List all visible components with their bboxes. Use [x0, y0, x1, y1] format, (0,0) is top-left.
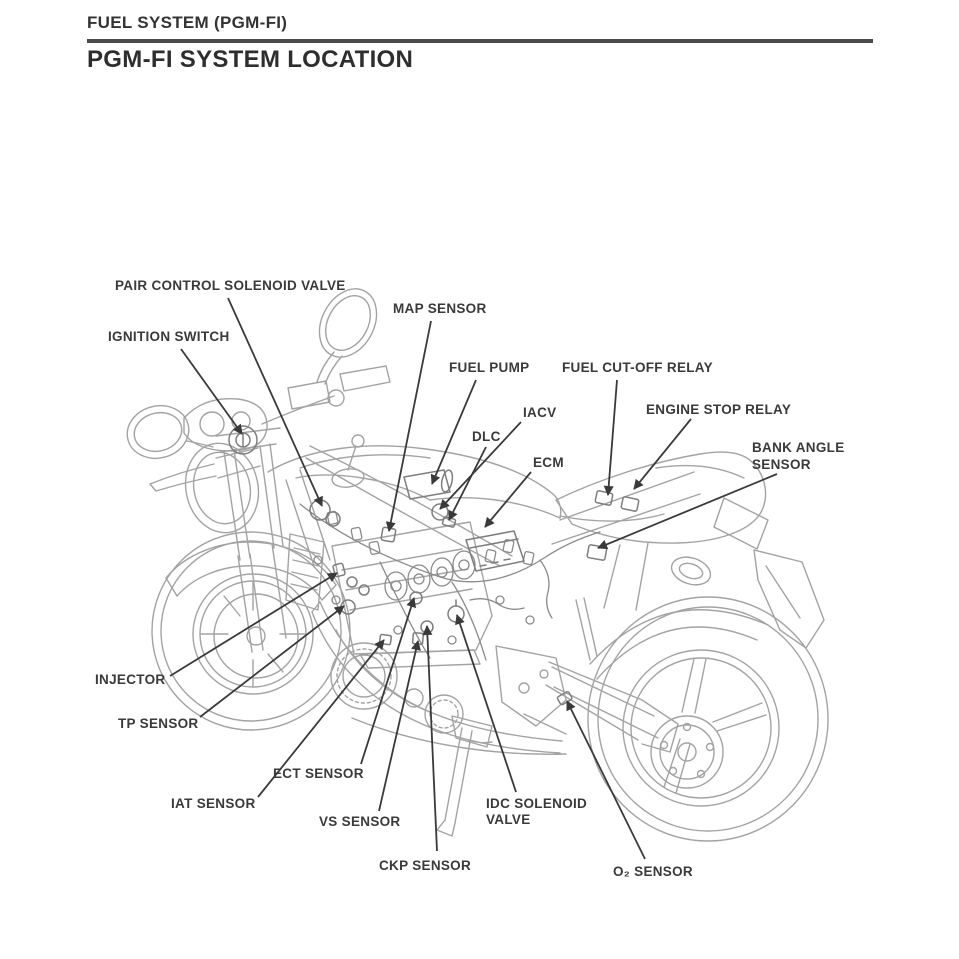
callout-label: IAT SENSOR — [171, 796, 256, 811]
bike-seat-tail — [555, 451, 825, 649]
leader-line — [422, 625, 438, 852]
callout-label: IACV — [523, 405, 556, 420]
motorcycle-illustration — [126, 288, 829, 842]
callout-label: INJECTOR — [95, 672, 165, 687]
callout-pair-control-solenoid-valve: PAIR CONTROL SOLENOID VALVE — [115, 278, 346, 507]
leader-line — [484, 471, 532, 528]
bike-radiator — [285, 533, 325, 611]
part-iat-sensor — [378, 633, 393, 646]
callout-idc-solenoid-valve: IDC SOLENOID VALVE — [455, 614, 587, 827]
callout-injector: INJECTOR — [95, 572, 338, 687]
callout-label: O₂ SENSOR — [613, 864, 693, 879]
callout-label: DLC — [472, 429, 501, 444]
part-fuel-cut-off-relay — [594, 490, 614, 506]
fi-components — [228, 425, 640, 706]
callout-ignition-switch: IGNITION SWITCH — [108, 329, 243, 435]
page-title: PGM-FI SYSTEM LOCATION — [87, 46, 414, 73]
leader-line — [199, 605, 345, 718]
leader-line — [633, 418, 692, 490]
callout-label: TP SENSOR — [118, 716, 198, 731]
leader-line — [257, 639, 385, 798]
callout-label: VS SENSOR — [319, 814, 400, 829]
part-ecm — [465, 530, 525, 572]
leader-line — [439, 421, 522, 510]
callout-label: ENGINE STOP RELAY — [646, 402, 791, 417]
leader-line — [603, 379, 618, 496]
leader-line — [169, 572, 338, 677]
leader-line — [455, 614, 517, 793]
callout-label: ECT SENSOR — [273, 766, 364, 781]
callout-label: ECM — [533, 455, 564, 470]
bike-frame — [305, 445, 701, 755]
leader-line — [378, 640, 421, 812]
callout-o2-sensor: O₂ SENSOR — [566, 700, 693, 879]
leader-line — [360, 597, 417, 765]
callout-ckp-sensor: CKP SENSOR — [379, 625, 471, 873]
callout-engine-stop-relay: ENGINE STOP RELAY — [633, 402, 791, 490]
bike-engine — [330, 521, 493, 734]
leader-line — [385, 320, 432, 532]
bike-rear-fender — [589, 609, 769, 680]
callouts: PAIR CONTROL SOLENOID VALVE IGNITION SWI… — [95, 278, 845, 879]
callout-label: CKP SENSOR — [379, 858, 471, 873]
callout-label: FUEL PUMP — [449, 360, 529, 375]
bike-front-fender — [165, 541, 337, 601]
callout-fuel-pump: FUEL PUMP — [430, 360, 529, 485]
part-idc-solenoid-valve — [447, 599, 465, 623]
bike-rear-wheel — [587, 596, 829, 842]
callout-fuel-cut-off-relay: FUEL CUT-OFF RELAY — [562, 360, 713, 496]
part-engine-stop-relay — [620, 496, 640, 512]
callout-label: IDC SOLENOID — [486, 796, 587, 811]
callout-label: BANK ANGLE — [752, 440, 845, 455]
bike-wiring-harness — [299, 503, 601, 661]
bike-fuel-tank — [267, 434, 562, 519]
leader-line — [180, 348, 243, 435]
bike-swingarm-chain — [545, 597, 679, 753]
leader-line — [430, 379, 477, 485]
leader-line — [566, 700, 646, 860]
callout-label: FUEL CUT-OFF RELAY — [562, 360, 713, 375]
callout-ecm: ECM — [484, 455, 564, 528]
leader-line — [448, 446, 487, 521]
part-injector — [332, 562, 370, 596]
section-header: FUEL SYSTEM (PGM-FI) — [87, 13, 288, 32]
callout-ect-sensor: ECT SENSOR — [273, 597, 417, 781]
callout-label-line2: VALVE — [486, 812, 531, 827]
part-ignition-switch — [228, 425, 258, 455]
callout-iat-sensor: IAT SENSOR — [171, 639, 385, 811]
callout-label: MAP SENSOR — [393, 301, 487, 316]
part-fuel-pump — [403, 469, 454, 500]
callout-label: PAIR CONTROL SOLENOID VALVE — [115, 278, 346, 293]
callout-map-sensor: MAP SENSOR — [385, 301, 487, 532]
header-rule — [87, 39, 873, 43]
part-bank-angle-sensor — [586, 544, 608, 561]
callout-dlc: DLC — [448, 429, 501, 521]
callout-iacv: IACV — [439, 405, 556, 510]
leader-line — [597, 473, 778, 550]
callout-tp-sensor: TP SENSOR — [118, 605, 345, 731]
callout-label: IGNITION SWITCH — [108, 329, 230, 344]
bike-kickstand — [436, 715, 493, 837]
bike-headlight-and-dash — [183, 397, 268, 534]
bike-handlebar-controls — [149, 365, 391, 492]
callout-vs-sensor: VS SENSOR — [319, 640, 421, 829]
callout-bank-angle-sensor: BANK ANGLE SENSOR — [597, 440, 845, 550]
leader-line — [227, 297, 323, 507]
bike-mirrors — [126, 288, 378, 460]
callout-label-line2: SENSOR — [752, 457, 811, 472]
